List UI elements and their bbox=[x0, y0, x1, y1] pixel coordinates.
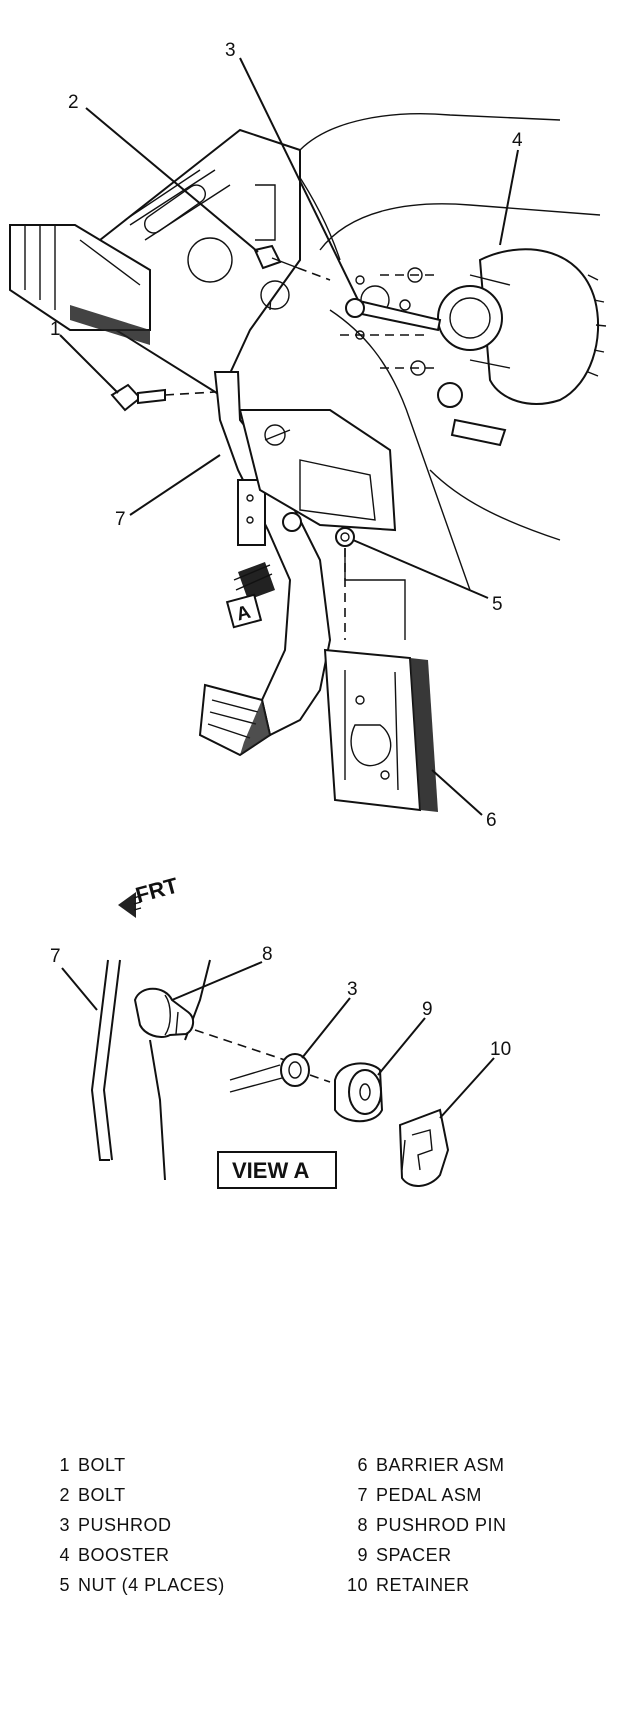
retainer bbox=[398, 1108, 450, 1187]
legend-number: 7 bbox=[357, 1485, 368, 1505]
view-a-label-box: VIEW A bbox=[217, 1151, 337, 1189]
pedal-pivot-bracket bbox=[238, 409, 397, 532]
legend-name: SPACER bbox=[376, 1545, 452, 1565]
callout-1: 1 bbox=[50, 319, 61, 340]
legend-number: 1 bbox=[59, 1455, 70, 1475]
nut-5 bbox=[335, 527, 406, 640]
detail-callout-7: 7 bbox=[50, 946, 61, 967]
pedal-arm-edge bbox=[90, 959, 211, 1181]
steering-column-stub bbox=[9, 224, 151, 345]
detail-callout-9: 9 bbox=[422, 999, 433, 1020]
legend-name: PEDAL ASM bbox=[376, 1485, 482, 1505]
barrier-assembly bbox=[323, 648, 438, 812]
pushrod-pin bbox=[133, 987, 194, 1038]
legend-number: 4 bbox=[59, 1545, 70, 1565]
legend-name: BOLT bbox=[78, 1455, 126, 1475]
parts-legend: 1 BOLT 2 BOLT 3 PUSHROD 4 BOOSTER 5 NUT … bbox=[0, 1455, 640, 1655]
legend-name: RETAINER bbox=[376, 1575, 470, 1595]
brake-booster bbox=[437, 248, 607, 447]
pushrod bbox=[345, 298, 442, 332]
pushrod-end bbox=[229, 1053, 310, 1093]
legend-name: BOOSTER bbox=[78, 1545, 170, 1565]
callout-4: 4 bbox=[512, 130, 523, 151]
front-direction-indicator: FRT bbox=[118, 872, 181, 918]
legend-name: PUSHROD bbox=[78, 1515, 172, 1535]
callout-6: 6 bbox=[486, 810, 497, 831]
callout-7: 7 bbox=[115, 509, 126, 530]
main-assembly-view: A 3 2 4 1 7 5 6 bbox=[9, 40, 607, 831]
legend-name: PUSHROD PIN bbox=[376, 1515, 507, 1535]
callout-2: 2 bbox=[68, 92, 79, 113]
view-a-label: VIEW A bbox=[232, 1158, 310, 1183]
spacer bbox=[334, 1062, 384, 1123]
legend-number: 6 bbox=[357, 1455, 368, 1475]
view-a-arrow: A bbox=[225, 562, 275, 629]
view-a-letter: A bbox=[234, 602, 253, 626]
legend-number: 5 bbox=[59, 1575, 70, 1595]
legend-name: BARRIER ASM bbox=[376, 1455, 505, 1475]
legend-number: 8 bbox=[357, 1515, 368, 1535]
detail-callout-10: 10 bbox=[490, 1039, 511, 1060]
leader-lines-main bbox=[59, 57, 519, 816]
callout-5: 5 bbox=[492, 594, 503, 615]
assembly-axis bbox=[194, 1029, 301, 1066]
view-a-detail: VIEW A 7 8 3 9 10 bbox=[50, 944, 511, 1189]
legend-number: 10 bbox=[346, 1575, 368, 1595]
legend-number: 9 bbox=[357, 1545, 368, 1565]
legend-name: NUT (4 PLACES) bbox=[78, 1575, 225, 1595]
bolt-2 bbox=[253, 244, 331, 281]
detail-callout-3: 3 bbox=[347, 979, 358, 1000]
legend-name: BOLT bbox=[78, 1485, 126, 1505]
legend-number: 2 bbox=[59, 1485, 70, 1505]
frt-label: FRT bbox=[133, 872, 181, 907]
callout-3: 3 bbox=[225, 40, 236, 61]
pedal-assembly bbox=[198, 371, 332, 757]
legend-number: 3 bbox=[59, 1515, 70, 1535]
bolt-1 bbox=[110, 383, 216, 412]
detail-callout-8: 8 bbox=[262, 944, 273, 965]
